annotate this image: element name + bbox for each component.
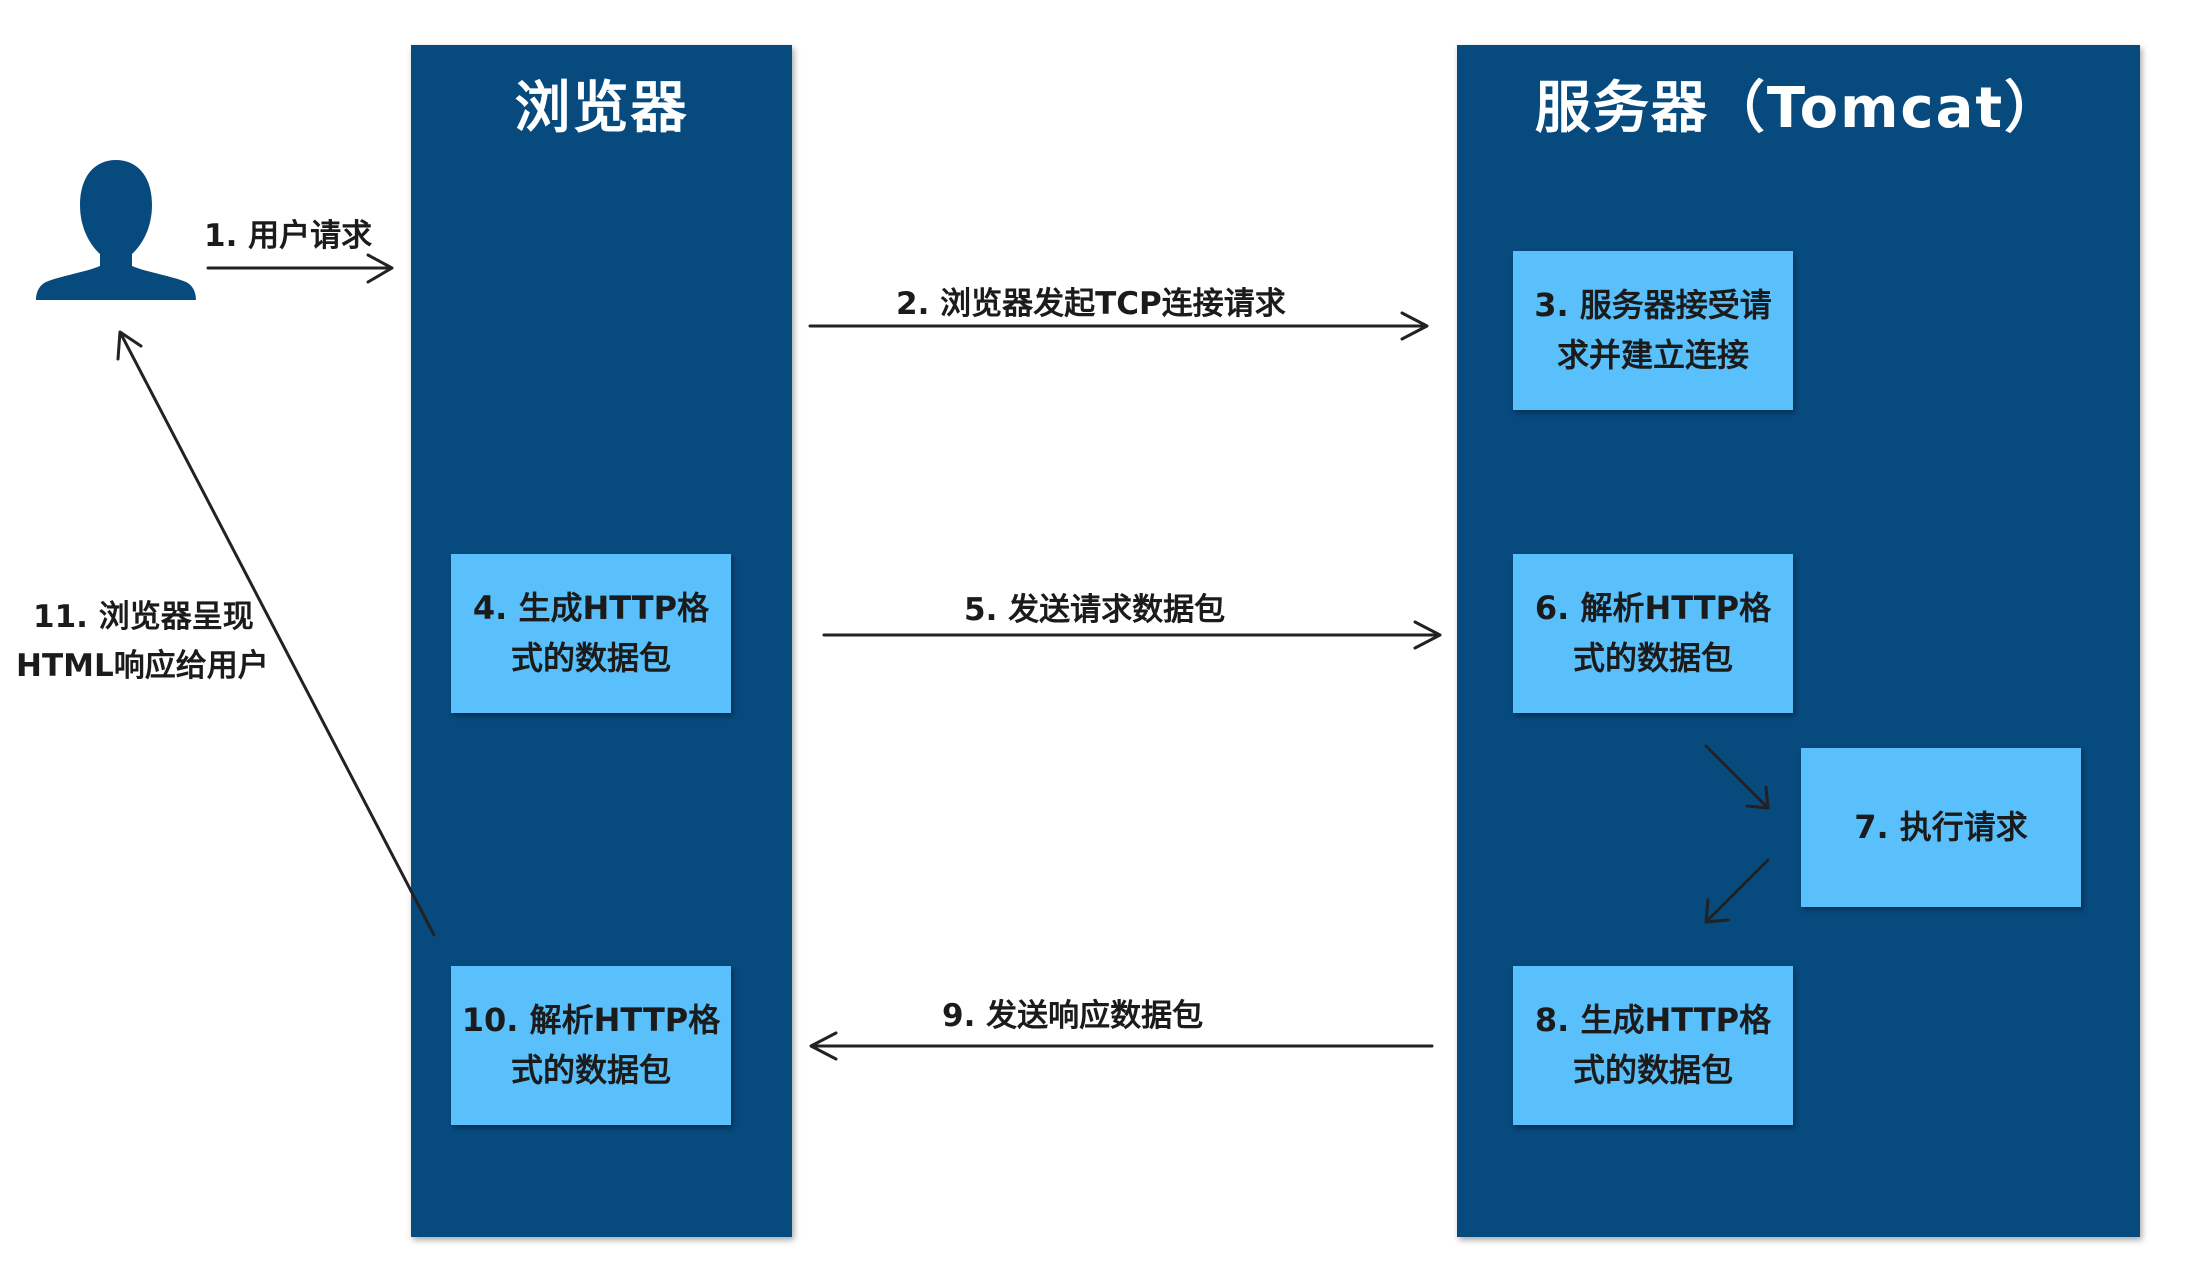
arrow-step-1 bbox=[206, 253, 394, 284]
arrow-step-11 bbox=[116, 330, 436, 937]
step-8-box: 8. 生成HTTP格式的数据包 bbox=[1513, 966, 1793, 1125]
step-6-box: 6. 解析HTTP格式的数据包 bbox=[1513, 554, 1793, 713]
step-10-box: 10. 解析HTTP格式的数据包 bbox=[451, 966, 731, 1125]
step-3-text: 3. 服务器接受请求并建立连接 bbox=[1534, 285, 1772, 374]
label-step-5: 5. 发送请求数据包 bbox=[964, 592, 1226, 628]
step-7-box: 7. 执行请求 bbox=[1801, 748, 2081, 907]
label-step-2: 2. 浏览器发起TCP连接请求 bbox=[896, 286, 1286, 322]
browser-panel-title: 浏览器 bbox=[514, 76, 689, 141]
arrow-step-9 bbox=[809, 1031, 1434, 1061]
step-6-text: 6. 解析HTTP格式的数据包 bbox=[1534, 588, 1772, 677]
arrow-step-6-to-7 bbox=[1704, 744, 1770, 810]
label-step-11-line1: 11. 浏览器呈现 bbox=[33, 599, 254, 635]
step-3-box: 3. 服务器接受请求并建立连接 bbox=[1513, 251, 1793, 410]
user-icon bbox=[36, 160, 196, 300]
label-step-9: 9. 发送响应数据包 bbox=[942, 998, 1204, 1034]
label-step-11-line2: HTML响应给用户 bbox=[16, 648, 269, 684]
step-7-text: 7. 执行请求 bbox=[1854, 807, 2028, 846]
step-8-text: 8. 生成HTTP格式的数据包 bbox=[1534, 1000, 1772, 1089]
server-panel-title: 服务器（Tomcat） bbox=[1534, 76, 2063, 141]
label-step-1: 1. 用户请求 bbox=[204, 218, 373, 254]
step-4-text: 4. 生成HTTP格式的数据包 bbox=[472, 588, 710, 677]
step-10-text: 10. 解析HTTP格式的数据包 bbox=[461, 1000, 721, 1089]
step-4-box: 4. 生成HTTP格式的数据包 bbox=[451, 554, 731, 713]
arrow-step-5 bbox=[822, 620, 1442, 650]
arrow-step-7-to-8 bbox=[1704, 858, 1770, 924]
arrow-step-2 bbox=[808, 311, 1429, 341]
